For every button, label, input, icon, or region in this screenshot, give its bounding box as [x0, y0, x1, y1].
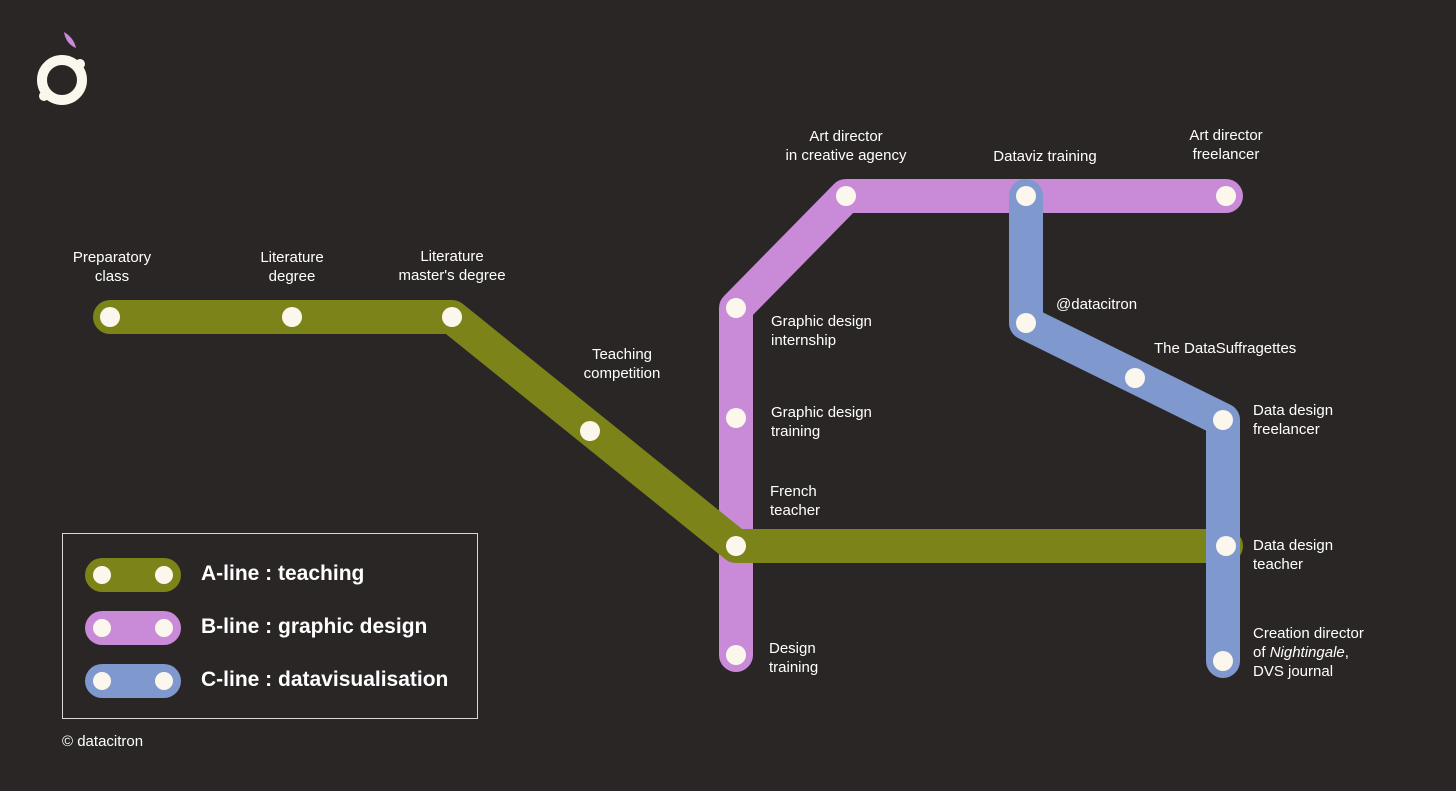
- label-teaching-competition: Teaching competition: [583, 346, 661, 382]
- station-creation-director: [1213, 651, 1233, 671]
- station-datacitron: [1016, 313, 1036, 333]
- c-line-path: [1009, 179, 1240, 678]
- label-data-design-teacher: Data design teacher: [1253, 537, 1334, 573]
- label-creation-director: Creation director of Nightingale, DVS jo…: [1253, 625, 1364, 680]
- station-graphic-design-training: [726, 408, 746, 428]
- label-graphic-design-training: Graphic design training: [771, 404, 872, 440]
- label-graphic-design-internship: Graphic design internship: [771, 313, 872, 349]
- station-teaching-competition: [580, 421, 600, 441]
- station-dataviz-training: [1016, 186, 1036, 206]
- label-literature-degree: Literature degree: [260, 249, 324, 285]
- legend-swatch-b-line: [85, 611, 181, 645]
- station-art-director-freelancer: [1216, 186, 1236, 206]
- copyright: © datacitron: [62, 733, 144, 750]
- legend-swatch-c-line: [85, 664, 181, 698]
- station-french-teacher: [726, 536, 746, 556]
- station-preparatory-class: [100, 307, 120, 327]
- c-line: [1009, 179, 1240, 678]
- label-french-teacher: French teacher: [770, 483, 821, 519]
- station-literature-masters: [442, 307, 462, 327]
- station-datasuffragettes: [1125, 368, 1145, 388]
- station-data-design-teacher: [1216, 536, 1236, 556]
- station-graphic-design-internship: [726, 298, 746, 318]
- label-data-design-freelancer: Data design freelancer: [1253, 402, 1334, 438]
- station-data-design-freelancer: [1213, 410, 1233, 430]
- lemon-logo-icon: [37, 32, 87, 105]
- label-datasuffragettes: The DataSuffragettes: [1154, 340, 1297, 357]
- station-art-director-agency: [836, 186, 856, 206]
- label-preparatory-class: Preparatory class: [72, 249, 152, 285]
- stations: [100, 186, 1236, 671]
- legend-swatch-a-line: [85, 558, 181, 592]
- station-design-training: [726, 645, 746, 665]
- legend-label-b-line: B-line : graphic design: [201, 615, 428, 638]
- label-dataviz-training: Dataviz training: [993, 148, 1097, 165]
- legend-label-c-line: C-line : datavisualisation: [201, 668, 449, 691]
- label-datacitron: @datacitron: [1056, 296, 1138, 313]
- station-literature-degree: [282, 307, 302, 327]
- legend: A-line : teaching B-line : graphic desig…: [62, 533, 478, 719]
- label-literature-masters: Literature master's degree: [398, 248, 506, 284]
- label-art-director-agency: Art director in creative agency: [785, 128, 907, 164]
- label-design-training: Design training: [769, 640, 819, 676]
- label-art-director-freelancer: Art director freelancer: [1189, 127, 1263, 163]
- legend-label-a-line: A-line : teaching: [201, 562, 365, 585]
